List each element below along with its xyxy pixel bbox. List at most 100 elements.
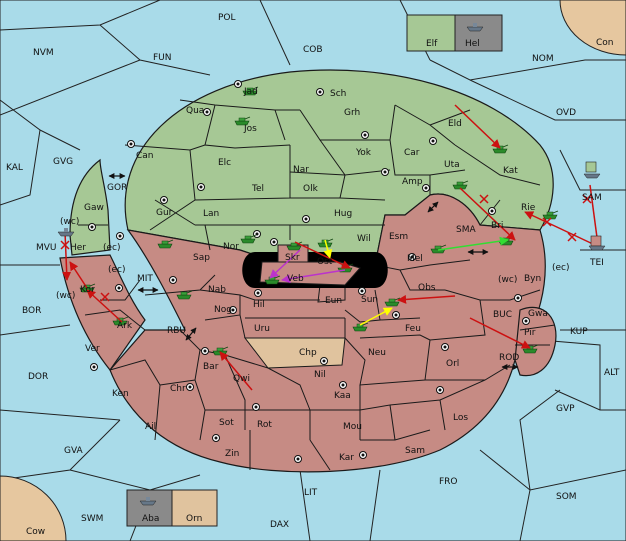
land-label-her[interactable]: Her <box>70 243 86 253</box>
sea-label-dax[interactable]: DAX <box>270 520 289 530</box>
land-label-eun[interactable]: Eun <box>325 296 342 306</box>
land-label-nor[interactable]: Nor <box>223 242 239 252</box>
sea-label-alt[interactable]: ALT <box>604 368 620 378</box>
land-label-nil[interactable]: Nil <box>314 370 326 380</box>
land-label-esm[interactable]: Esm <box>389 232 408 242</box>
land-label-ost[interactable]: Ost <box>317 257 333 267</box>
army-icon[interactable] <box>157 239 174 249</box>
land-label-hil[interactable]: Hil <box>253 300 265 310</box>
land-label-kat[interactable]: Kat <box>503 166 518 176</box>
sea-label-nom[interactable]: NOM <box>532 54 554 64</box>
land-label-veb[interactable]: Veb <box>287 274 304 284</box>
land-label-rie[interactable]: Rie <box>521 203 536 213</box>
land-label-elc[interactable]: Elc <box>218 158 231 168</box>
sea-label-gor[interactable]: GOR <box>107 183 127 193</box>
sea-label-kup[interactable]: KUP <box>570 327 588 337</box>
land-label-zin[interactable]: Zin <box>225 449 239 459</box>
land-label-byn[interactable]: Byn <box>524 274 541 284</box>
sea-label-sam[interactable]: SAM <box>582 193 602 203</box>
land-label-nar[interactable]: Nar <box>293 165 309 175</box>
sea-label-fun[interactable]: FUN <box>153 53 172 63</box>
land-label-hug[interactable]: Hug <box>334 209 352 219</box>
land-label-grh[interactable]: Grh <box>344 108 360 118</box>
sea-label-dor[interactable]: DOR <box>28 372 48 382</box>
army-icon[interactable] <box>542 210 559 220</box>
land-cow[interactable] <box>0 475 67 541</box>
land-label-uta[interactable]: Uta <box>444 160 460 170</box>
land-label-olk[interactable]: Olk <box>303 184 319 194</box>
sea-label-mvu[interactable]: MVU <box>36 243 57 253</box>
sea-label-fro[interactable]: FRO <box>439 477 458 487</box>
land-label-qwi[interactable]: Qwi <box>233 374 250 384</box>
land-label-sun[interactable]: Sun <box>361 295 378 305</box>
sea-label-tei[interactable]: TEI <box>589 258 604 268</box>
fleet-icon[interactable] <box>588 235 606 251</box>
army-icon[interactable] <box>452 180 469 190</box>
land-label-kaa[interactable]: Kaa <box>334 391 351 401</box>
land-label-wil[interactable]: Wil <box>357 234 371 244</box>
sea-label-cob[interactable]: COB <box>303 45 323 55</box>
land-label-sot[interactable]: Sot <box>219 418 234 428</box>
land-label-mou[interactable]: Mou <box>343 422 362 432</box>
sea-label-mit[interactable]: MIT <box>137 274 153 284</box>
sea-label-buc[interactable]: BUC <box>493 310 512 320</box>
land-label-ark[interactable]: Ark <box>117 321 133 331</box>
army-icon[interactable] <box>352 322 369 332</box>
land-label-can[interactable]: Can <box>136 151 154 161</box>
land-label-sch[interactable]: Sch <box>330 89 346 99</box>
fleet-icon[interactable] <box>583 161 601 179</box>
land-label-con[interactable]: Con <box>596 38 614 48</box>
fleet-icon[interactable] <box>57 228 75 237</box>
land-label-obs[interactable]: Obs <box>418 283 436 293</box>
army-icon[interactable] <box>234 116 251 126</box>
land-label-gwa[interactable]: Gwa <box>528 309 548 319</box>
land-label-sam[interactable]: Sam <box>405 446 425 456</box>
land-label-gaw[interactable]: Gaw <box>84 203 104 213</box>
army-icon[interactable] <box>240 234 257 244</box>
sea-label-pol[interactable]: POL <box>218 13 236 23</box>
land-label-lan[interactable]: Lan <box>203 209 219 219</box>
sea-label-gva[interactable]: GVA <box>64 446 84 456</box>
land-con[interactable] <box>559 0 626 56</box>
sea-label-nvm[interactable]: NVM <box>33 48 54 58</box>
land-label-bri[interactable]: Bri <box>491 221 503 231</box>
sea-label-ovd[interactable]: OVD <box>556 108 576 118</box>
land-label-ver[interactable]: Ver <box>85 344 100 354</box>
land-label-feu[interactable]: Feu <box>405 324 421 334</box>
land-label-amp[interactable]: Amp <box>402 177 423 187</box>
land-label-rot[interactable]: Rot <box>257 420 272 430</box>
sea-label-lit[interactable]: LIT <box>304 488 318 498</box>
land-label-nab[interactable]: Nab <box>208 285 226 295</box>
land-label-kor[interactable]: Kor <box>80 285 95 295</box>
land-label-neu[interactable]: Neu <box>368 348 386 358</box>
land-label-sap[interactable]: Sap <box>193 253 210 263</box>
land-label-los[interactable]: Los <box>453 413 468 423</box>
sea-label-rbu[interactable]: RBU <box>167 326 186 336</box>
army-icon[interactable] <box>242 86 259 96</box>
land-label-orl[interactable]: Orl <box>446 359 459 369</box>
land-label-yok[interactable]: Yok <box>355 148 372 158</box>
sea-label-gvp[interactable]: GVP <box>556 404 575 414</box>
sea-label-gvg[interactable]: GVG <box>53 157 73 167</box>
sea-label-swm[interactable]: SWM <box>81 514 103 524</box>
land-label-chp[interactable]: Chp <box>299 348 317 358</box>
land-label-ken[interactable]: Ken <box>112 389 129 399</box>
land-label-mel[interactable]: Mel <box>407 254 423 264</box>
land-label-gur[interactable]: Gur <box>156 208 173 218</box>
sea-label-som[interactable]: SOM <box>556 492 577 502</box>
land-label-skr[interactable]: Skr <box>285 253 300 263</box>
land-label-kar[interactable]: Kar <box>339 453 354 463</box>
land-label-car[interactable]: Car <box>404 148 420 158</box>
land-label-pir[interactable]: Pir <box>524 328 536 338</box>
land-label-jos[interactable]: Jos <box>243 124 257 134</box>
land-label-eld[interactable]: Eld <box>448 119 462 129</box>
land-label-qua[interactable]: Qua <box>186 106 204 116</box>
land-label-ail[interactable]: Ail <box>145 422 156 432</box>
land-label-cow[interactable]: Cow <box>26 527 45 537</box>
sea-label-kal[interactable]: KAL <box>6 163 23 173</box>
land-label-chr[interactable]: Chr <box>170 384 186 394</box>
sea-label-rod[interactable]: ROD <box>499 353 519 363</box>
sea-label-bor[interactable]: BOR <box>22 306 41 316</box>
land-label-tel[interactable]: Tel <box>251 184 264 194</box>
sea-label-sma[interactable]: SMA <box>456 225 476 235</box>
